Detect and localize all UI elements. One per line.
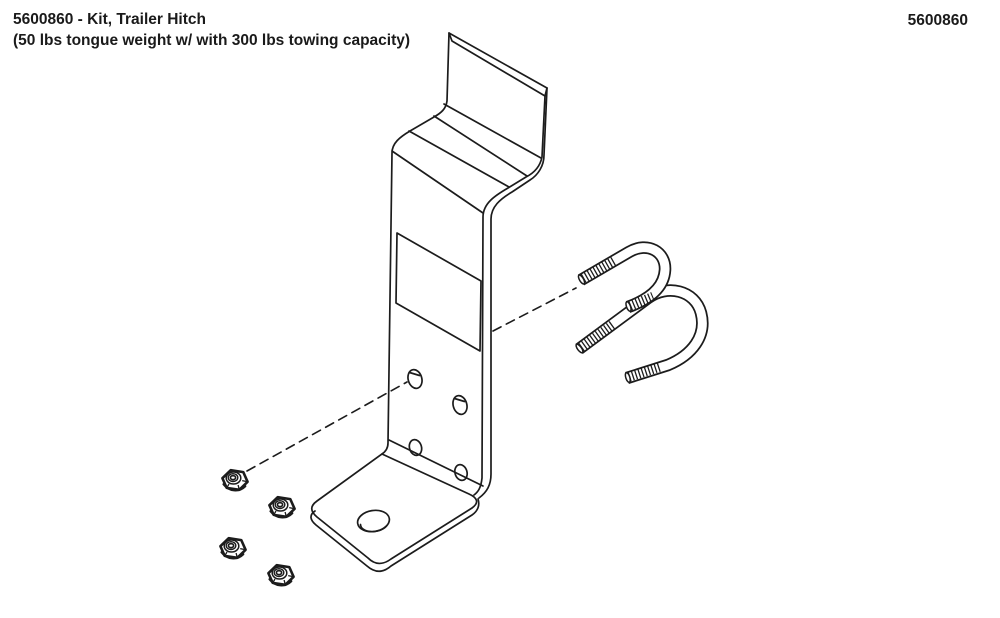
lock-nut-3 <box>219 536 247 560</box>
bracket-left-silhouette <box>381 32 450 455</box>
u-bolt-rear <box>577 241 672 313</box>
bracket-right-front-edge <box>473 95 546 496</box>
base-plate <box>310 453 478 565</box>
title-block: 5600860 - Kit, Trailer Hitch (50 lbs ton… <box>13 9 410 51</box>
bolt-tip <box>625 301 632 312</box>
u-bolt-hole-upper-left-edge <box>408 371 421 377</box>
bracket-recess-panel <box>395 232 482 352</box>
u-bolt-hole-upper-right-edge <box>453 397 466 403</box>
thread-hatching <box>627 361 663 382</box>
bend-crease-1 <box>443 103 542 159</box>
hitch-bracket <box>310 32 548 573</box>
u-bolt-hole-lower-right <box>453 463 469 482</box>
lock-nut-2 <box>268 495 296 519</box>
bracket-right-back-edge <box>478 87 548 499</box>
bolt-tip <box>575 343 584 354</box>
hitch-ball-hole-chamfer <box>359 523 388 533</box>
bracket-top-edge <box>448 32 548 97</box>
bend-crease-2 <box>433 115 528 177</box>
base-plate-thickness <box>310 498 480 573</box>
assembly-axis-nuts-dashed-line <box>246 381 408 472</box>
thread-hatching <box>580 256 617 283</box>
thread-hatching <box>628 292 655 311</box>
u-bolt-hole-lower-left <box>408 438 423 457</box>
kit-subtitle: (50 lbs tongue weight w/ with 300 lbs to… <box>13 32 411 49</box>
u-bolt-hole-upper-left <box>407 368 423 390</box>
kit-title: 5600860 - Kit, Trailer Hitch <box>13 11 206 28</box>
bolt-tip <box>577 274 586 285</box>
u-bolt-hole-upper-right <box>452 394 468 416</box>
assembly-axis-ubolt-dashed-line <box>492 287 577 332</box>
bend-crease-3 <box>408 130 510 188</box>
lock-nut-4 <box>267 563 295 587</box>
hitch-ball-hole <box>356 509 391 533</box>
lock-nut-1 <box>221 468 249 492</box>
part-number: 5600860 <box>907 12 968 29</box>
base-bend-crease <box>388 439 484 487</box>
bolt-tip <box>624 371 631 384</box>
bend-crease-4 <box>391 150 484 214</box>
